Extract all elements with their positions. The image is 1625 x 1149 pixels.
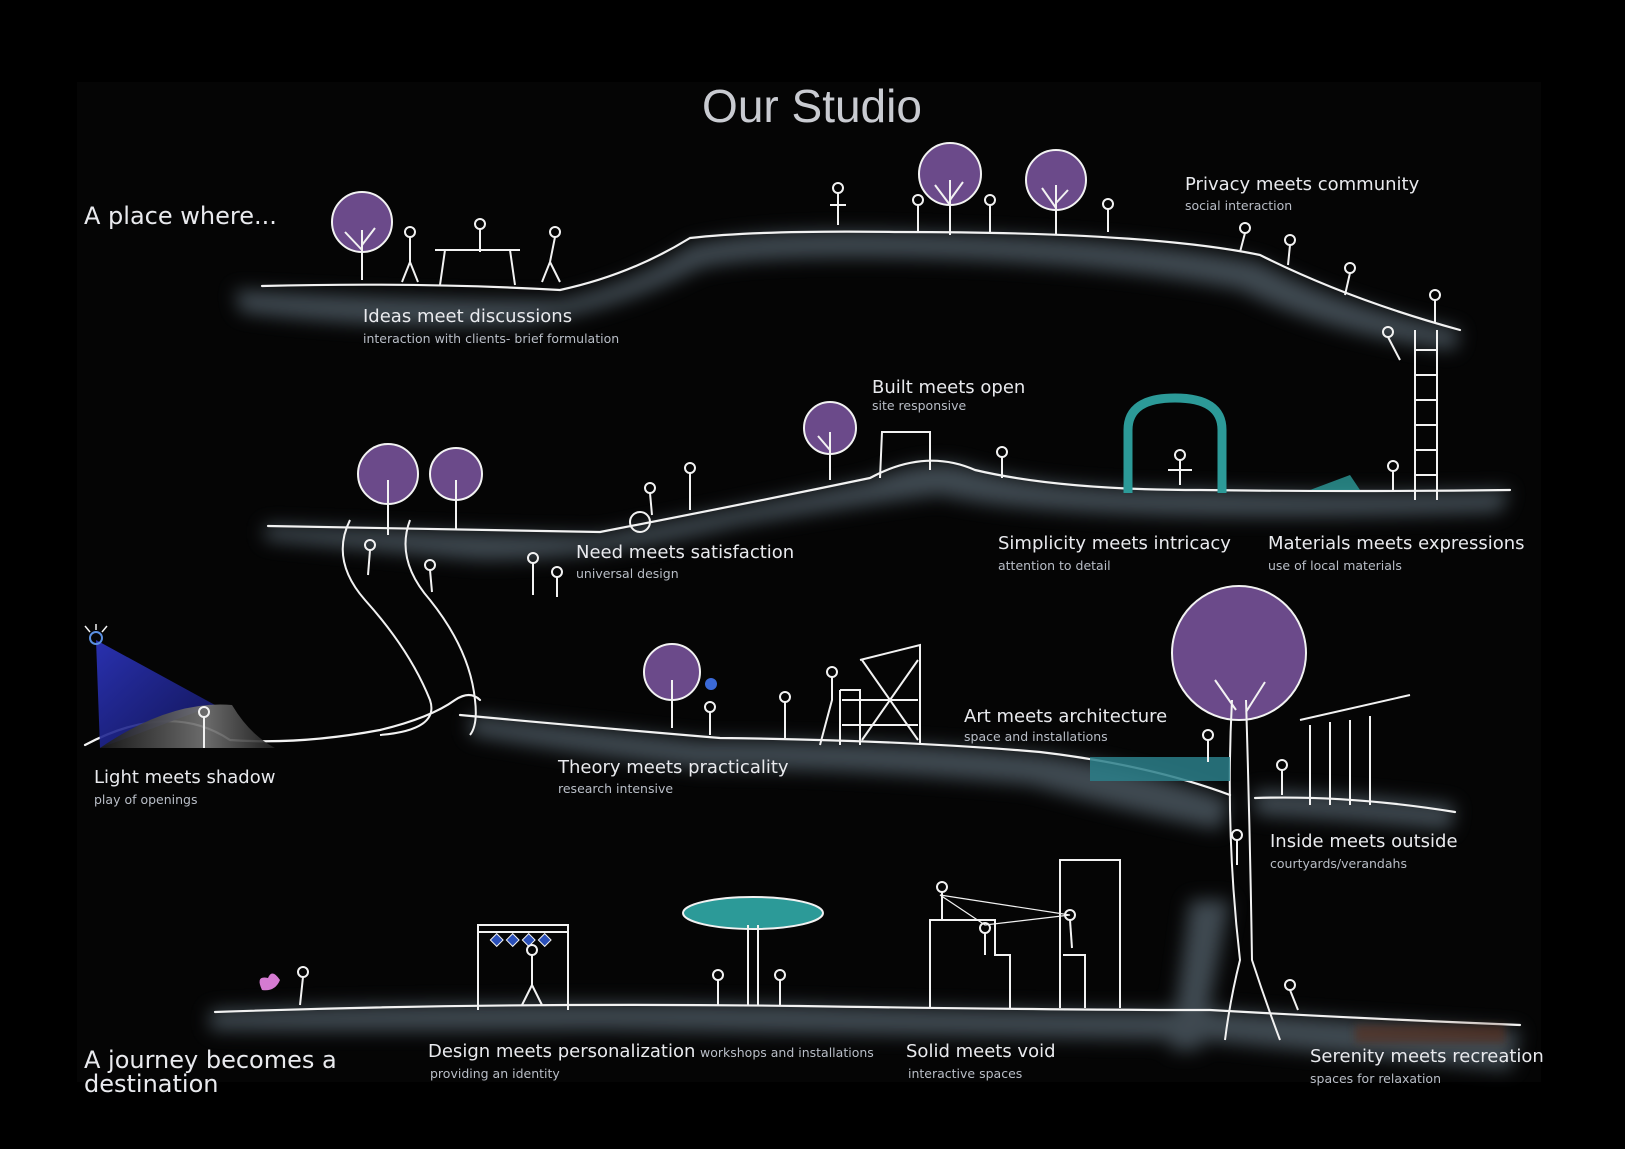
teal-arch	[1123, 393, 1227, 493]
person	[527, 552, 539, 595]
teal-canopy-tree	[682, 896, 824, 1005]
person	[401, 226, 419, 283]
simplicity-title: Simplicity meets intricacy	[998, 533, 1231, 554]
built-subtitle: site responsive	[872, 398, 967, 413]
person	[474, 218, 486, 252]
design-subtitle: providing an identity	[430, 1066, 560, 1081]
person	[684, 462, 696, 510]
light-subtitle: play of openings	[94, 792, 198, 807]
person	[984, 194, 996, 232]
person	[1387, 460, 1399, 492]
meeting-table	[435, 249, 520, 286]
person	[830, 182, 846, 225]
ideas-subtitle: interaction with clients- brief formulat…	[363, 331, 619, 346]
person	[1429, 289, 1441, 322]
need-title: Need meets satisfaction	[576, 542, 794, 563]
pergola	[1299, 694, 1411, 805]
person	[364, 539, 376, 576]
person	[1102, 198, 1114, 232]
intro-text: A place where...	[84, 202, 277, 230]
trees	[331, 142, 1307, 1041]
tree-8-large	[1171, 585, 1307, 1041]
person	[979, 922, 991, 955]
person	[1276, 759, 1288, 795]
ground-glow-layer	[210, 231, 1520, 1070]
person	[712, 969, 724, 1005]
text-layer: Our Studio A place where... A journey be…	[84, 80, 1544, 1098]
person	[704, 701, 716, 735]
simplicity-subtitle: attention to detail	[998, 558, 1111, 573]
art-title: Art meets architecture	[964, 706, 1167, 727]
inside-title: Inside meets outside	[1270, 831, 1458, 852]
built-frame	[879, 431, 931, 479]
wheelchair-user	[629, 482, 656, 533]
built-title: Built meets open	[872, 377, 1025, 398]
person	[1239, 222, 1251, 253]
art-subtitle: space and installations	[964, 729, 1108, 744]
page-title: Our Studio	[702, 80, 922, 132]
person	[1382, 326, 1401, 361]
person	[1344, 262, 1356, 296]
person	[1202, 729, 1214, 762]
design-title: Design meets personalization	[428, 1041, 695, 1062]
need-subtitle: universal design	[576, 566, 679, 581]
person	[551, 566, 563, 597]
winding-path	[341, 519, 477, 736]
ground-lines	[83, 230, 1522, 1027]
installation-grid	[839, 643, 921, 745]
person	[1284, 979, 1299, 1011]
people-figures	[198, 182, 1441, 1011]
outro-line-2: destination	[84, 1070, 218, 1098]
person	[541, 226, 561, 283]
privacy-subtitle: social interaction	[1185, 198, 1292, 213]
person	[779, 691, 791, 738]
person	[936, 881, 948, 920]
teal-board	[1090, 757, 1230, 781]
privacy-title: Privacy meets community	[1185, 174, 1420, 195]
light-title: Light meets shadow	[94, 767, 275, 788]
person	[819, 666, 838, 746]
person	[424, 559, 436, 593]
person	[774, 969, 786, 1005]
outro-line-1: A journey becomes a	[84, 1046, 337, 1074]
solid-title: Solid meets void	[906, 1041, 1056, 1062]
tree-5	[429, 447, 483, 530]
ideas-title: Ideas meet discussions	[363, 306, 572, 327]
person	[1231, 829, 1243, 865]
ladder	[1414, 330, 1438, 500]
gate-lanterns	[489, 932, 552, 948]
tree-6	[803, 401, 857, 480]
tree-3	[1025, 149, 1087, 235]
person	[1284, 234, 1296, 266]
person	[521, 944, 543, 1006]
theory-subtitle: research intensive	[558, 781, 673, 796]
tree-7	[643, 643, 701, 728]
person	[912, 194, 924, 232]
person	[198, 706, 210, 748]
tree-2	[918, 142, 982, 235]
tree-1	[331, 191, 393, 280]
tree-4	[357, 443, 419, 535]
serenity-subtitle: spaces for relaxation	[1310, 1071, 1441, 1086]
solid-void-blocks	[929, 859, 1121, 1008]
inside-subtitle: courtyards/verandahs	[1270, 856, 1407, 871]
structures	[435, 249, 1438, 1010]
workshops-subtitle: workshops and installations	[700, 1045, 874, 1060]
gate-frame	[477, 924, 569, 1010]
solid-subtitle: interactive spaces	[908, 1066, 1022, 1081]
light-beam-illustration	[84, 624, 275, 748]
materials-subtitle: use of local materials	[1268, 558, 1402, 573]
theory-title: Theory meets practicality	[557, 757, 789, 778]
person	[1168, 449, 1192, 485]
person	[996, 446, 1008, 478]
accents	[259, 475, 1505, 1043]
serenity-title: Serenity meets recreation	[1310, 1046, 1544, 1067]
materials-title: Materials meets expressions	[1268, 533, 1525, 554]
person	[297, 966, 309, 1006]
person	[1064, 909, 1076, 949]
